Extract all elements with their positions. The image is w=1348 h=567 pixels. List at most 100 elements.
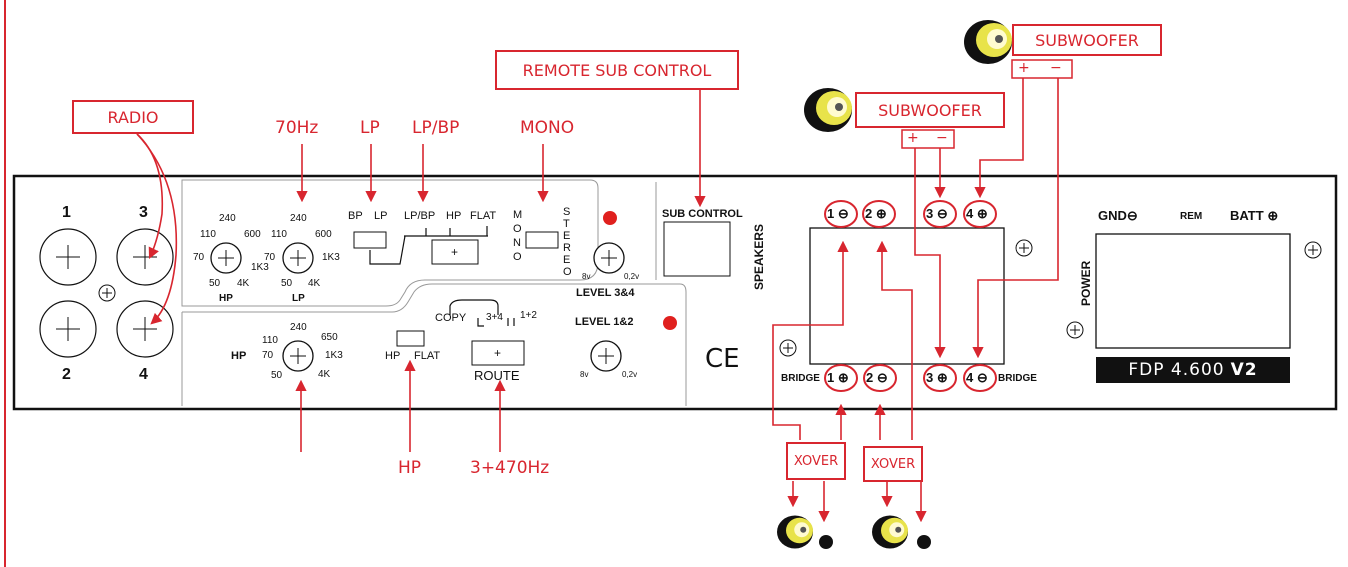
lp-label: LP [374,210,388,222]
level-min-label: 8v [580,370,589,379]
radio-box: RADIO [72,100,194,134]
mono-stereo-switch [525,231,559,249]
input-label-1: 1 [62,204,71,221]
input-label-2: 2 [62,366,71,383]
power-label: POWER [1079,260,1093,306]
speaker-left-icon [777,515,813,549]
mount-screw-icon [1015,239,1033,257]
speaker-wiring [772,78,1059,523]
scale-label: 240 [290,322,307,333]
led-ch34 [603,211,617,225]
terminal-top-4: 4 ⊕ [966,206,988,221]
speaker-right-icon [872,515,908,549]
terminal-bottom-4: 4 ⊖ [966,370,988,385]
note-route-hz: 3+470Hz [470,458,550,478]
mono-label: MONO [513,209,523,263]
level-max-label: 0,2v [622,370,638,379]
terminal-bottom-2: 2 ⊖ [866,370,888,385]
input-jack-2 [39,300,97,358]
subwoofer-mid-box: SUBWOOFER [855,92,1005,128]
terminal-bottom-3: 3 ⊕ [926,370,948,385]
note-lpbp: LP/BP [412,118,460,138]
note-70hz: 70Hz [275,118,319,138]
tweeter-right-icon [917,535,931,549]
sub-mid-plus: + [907,130,919,146]
sub-top-minus: − [1050,60,1062,76]
sub-mid-minus: − [936,130,948,146]
flat-label: FLAT [470,210,497,222]
scale-label: 1K3 [325,350,343,361]
subwoofer-top-icon [964,20,1012,64]
route-label: ROUTE [474,368,520,383]
level-max-label: 0,2v [624,272,640,281]
input-jack-3 [116,228,174,286]
input-label-3: 3 [139,204,148,221]
ch12-hp-label: HP [231,350,247,362]
hp-knob-label: HP [219,293,233,304]
lp-knob-label: LP [292,293,305,304]
scale-label: 240 [290,213,307,224]
note-mono: MONO [520,118,575,138]
scale-label: 110 [262,335,278,346]
scale-label: 4K [308,278,321,289]
terminal-rings [824,200,997,392]
route-switch [471,340,525,366]
scale-label: 50 [209,278,221,289]
route-wiring [449,299,515,327]
lpbp-hp-flat-switch [431,239,479,265]
scale-label: 70 [193,252,205,263]
terminal-top-3: 3 ⊖ [926,206,948,221]
level-knob-ch34 [593,242,625,274]
led-ch12 [663,316,677,330]
copy-label: COPY [435,312,467,324]
input-jack-4 [116,300,174,358]
level-34-label: LEVEL 3&4 [576,287,635,299]
scale-label: 4K [318,369,331,380]
scale-label: 50 [281,278,293,289]
speaker-terminal-block [809,227,1005,365]
lpbp-label: LP/BP [404,210,436,222]
sub-control-port [663,221,731,277]
ch12-section-outline [181,283,687,406]
input-jack-1 [39,228,97,286]
level-knob-ch12 [590,340,622,372]
speakers-label: SPEAKERS [752,223,766,290]
lp-knob-ch34 [282,242,314,274]
ce-mark: CE [705,344,740,374]
bridge-label-right: BRIDGE [998,373,1037,384]
scale-label: 600 [244,229,261,240]
scale-label: 240 [219,213,236,224]
input-label-4: 4 [139,366,148,383]
hp-knob-ch34 [210,242,242,274]
subwoofer-mid-icon [804,88,852,132]
power-terminal-block [1095,233,1291,349]
scale-label: 1K3 [322,252,340,263]
sub-control-label: SUB CONTROL [662,208,743,220]
gnd-terminal: GND⊖ [1098,208,1138,223]
hp-flat-switch-ch12 [396,330,425,347]
subwoofer-top-box: SUBWOOFER [1012,24,1162,56]
batt-terminal: BATT ⊕ [1230,208,1279,223]
scale-label: 110 [271,229,287,240]
stereo-label: STEREO [563,206,572,278]
hp-knob-ch12 [282,340,314,372]
mount-screw-icon [1066,321,1084,339]
terminal-bottom-1: 1 ⊕ [827,370,849,385]
tweeter-left-icon [819,535,833,549]
ch12-flat-switch-label: FLAT [414,350,441,362]
scale-label: 70 [264,252,276,263]
remote-sub-box: REMOTE SUB CONTROL [495,50,739,90]
sub-mid-polarity [901,129,955,149]
scale-label: 650 [321,332,338,343]
scale-label: 1K3 [251,262,269,273]
sub-top-polarity [1011,59,1073,79]
sub-top-plus: + [1018,60,1030,76]
switch-wiring-ch34 [369,226,488,265]
route-12-label: 1+2 [520,310,537,321]
note-hp: HP [398,458,422,478]
rem-terminal: REM [1180,211,1203,222]
mount-screw-icon [779,339,797,357]
terminal-top-1: 1 ⊖ [827,206,849,221]
